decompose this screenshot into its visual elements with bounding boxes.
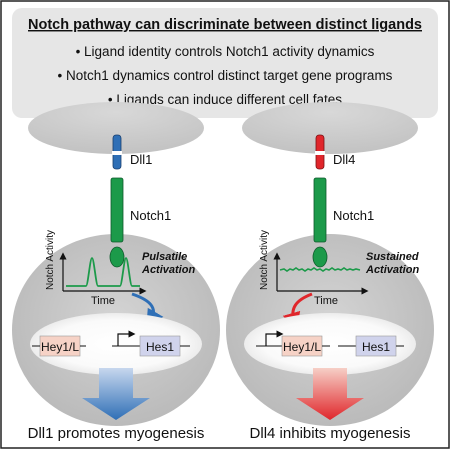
pulsatile-trace — [66, 257, 140, 287]
left-activity-plot: Notch Activity Time Pulsatile Activation — [45, 230, 195, 307]
right-axis-x-label: Time — [314, 295, 338, 307]
right-activity-plot: Notch Activity Time Sustained Activation — [259, 230, 419, 307]
left-panel: Dll1 Notch1 Notch Activity Time Pulsatil… — [12, 102, 220, 442]
left-promoter-arrow — [117, 330, 136, 346]
left-axis-y-label: Notch Activity — [45, 230, 56, 290]
summary-title: Notch pathway can discriminate between d… — [28, 17, 422, 33]
notch1-receptor-icon — [109, 177, 125, 268]
notch1-receptor-icon-right — [312, 177, 328, 268]
right-nucleus — [244, 313, 416, 375]
right-panel: Dll4 Notch1 Notch Activity Time Sustaine… — [226, 102, 434, 442]
right-hes-label: Hes1 — [362, 340, 390, 354]
right-sending-cell — [242, 102, 418, 154]
right-activation-label-2: Activation — [365, 264, 419, 276]
right-activation-label-1: Sustained — [366, 251, 419, 263]
summary-bullet-1: • Ligand identity controls Notch1 activi… — [76, 44, 375, 59]
left-axis-x-label: Time — [91, 295, 115, 307]
right-promoter-arrow — [265, 330, 284, 346]
dll1-ligand-icon — [112, 134, 122, 170]
left-hes-label: Hes1 — [146, 340, 174, 354]
right-fate-arrow — [296, 368, 364, 420]
summary-bullet-3: • Ligands can induce different cell fate… — [108, 92, 342, 107]
left-sending-cell — [28, 102, 204, 154]
right-receptor-label: Notch1 — [333, 208, 374, 223]
left-ligand-label: Dll1 — [130, 152, 152, 167]
left-hey-label: Hey1/L — [41, 340, 79, 354]
left-fate-arrow — [82, 368, 150, 420]
left-activation-label-2: Activation — [141, 264, 195, 276]
left-nucleus — [30, 313, 202, 375]
sustained-trace — [279, 267, 361, 272]
dll4-ligand-icon — [315, 134, 325, 170]
right-ligand-label: Dll4 — [333, 152, 355, 167]
right-axis-y-label: Notch Activity — [259, 230, 270, 290]
right-hey-label: Hey1/L — [283, 340, 321, 354]
summary-bullet-2: • Notch1 dynamics control distinct targe… — [58, 68, 393, 83]
left-receptor-label: Notch1 — [130, 208, 171, 223]
summary-box — [12, 8, 438, 118]
left-activation-label-1: Pulsatile — [142, 251, 187, 263]
left-fate-label: Dll1 promotes myogenesis — [28, 425, 205, 442]
right-fate-label: Dll4 inhibits myogenesis — [250, 425, 411, 442]
